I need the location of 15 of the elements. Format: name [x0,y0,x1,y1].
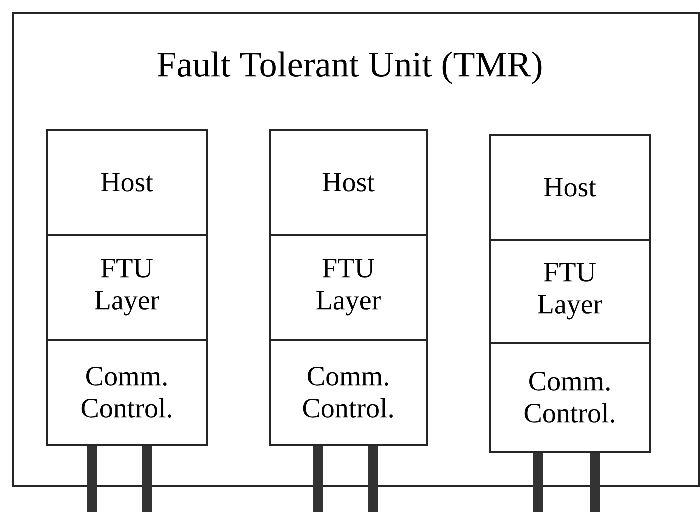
layer-box: Host [489,134,651,241]
bus-line [314,446,324,512]
bus-line [368,446,378,512]
layer-box: Comm. Control. [489,342,651,453]
layer-box: FTU Layer [269,234,428,341]
bus-line [590,453,600,512]
layer-box: FTU Layer [46,234,208,341]
layer-box: Host [46,129,208,236]
bus-line [533,453,543,512]
layer-box: Comm. Control. [269,339,428,446]
layer-box: Host [269,129,428,236]
bus-line [87,446,97,512]
bus-line [142,446,152,512]
layer-box: Comm. Control. [46,339,208,446]
layer-box: FTU Layer [489,239,651,344]
